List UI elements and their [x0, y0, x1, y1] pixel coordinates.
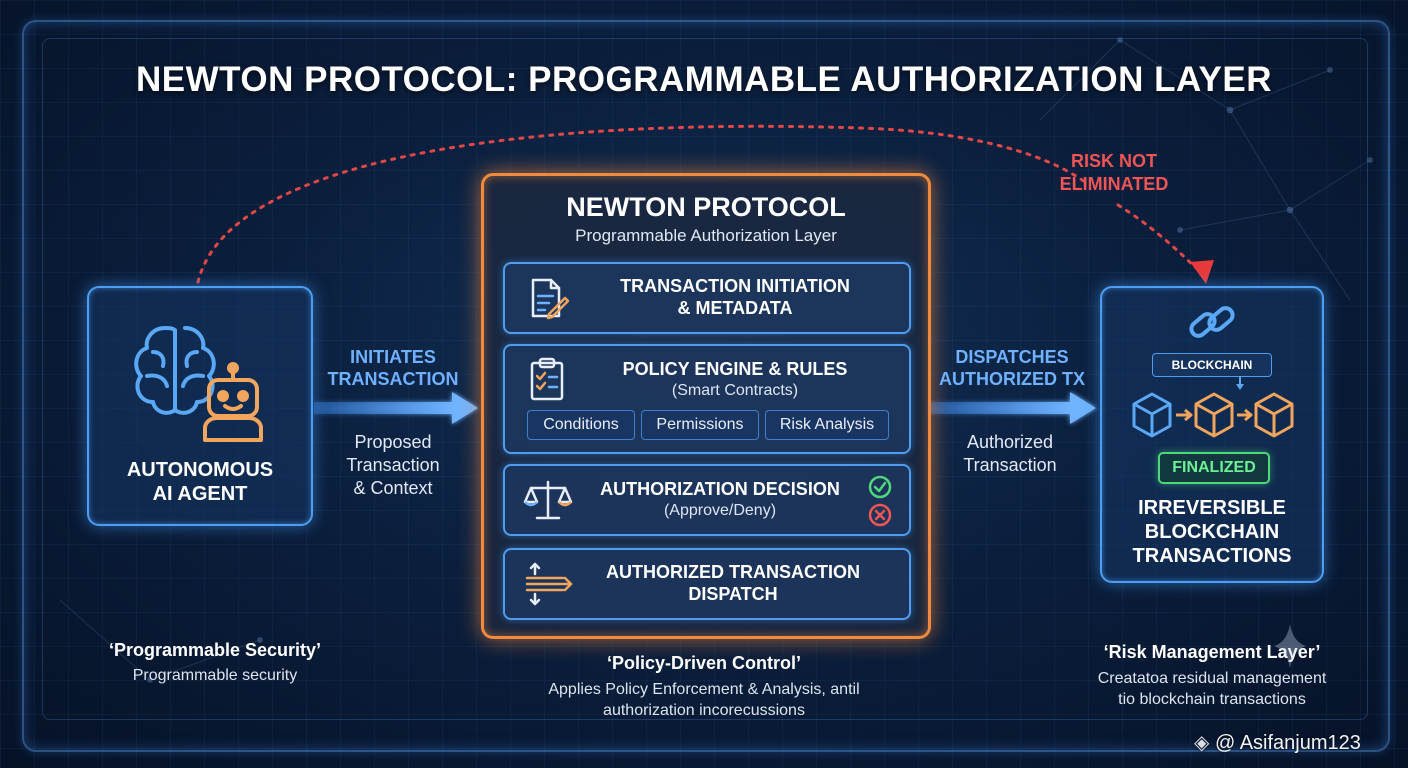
dispatch-arrows-icon: [525, 562, 573, 606]
newton-protocol-box: NEWTON PROTOCOL Programmable Authorizati…: [481, 173, 931, 639]
chain-link-icon: [1189, 306, 1235, 338]
stage-transaction-initiation: TRANSACTION INITIATION & METADATA: [503, 262, 911, 334]
watermark-text: @ Asifanjum123: [1214, 732, 1361, 754]
protocol-subtitle: Programmable Authorization Layer: [575, 226, 837, 245]
dispatches-line1: DISPATCHES: [955, 347, 1069, 367]
initiates-transaction-label: INITIATES TRANSACTION: [318, 346, 468, 390]
binance-diamond-icon: ◈: [1194, 732, 1210, 754]
caption-center-line1: Applies Policy Enforcement & Analysis, a…: [548, 681, 860, 698]
caption-right-line2: tio blockchain transactions: [1118, 691, 1306, 708]
stage-2-title: POLICY ENGINE & RULES: [622, 359, 848, 379]
finalized-badge: FINALIZED: [1158, 452, 1270, 484]
initiates-line2: TRANSACTION: [327, 369, 459, 389]
blockchain-label: IRREVERSIBLE BLOCKCHAIN TRANSACTIONS: [1102, 496, 1322, 568]
caption-center-line2: authorization incorecussions: [603, 702, 805, 719]
x-circle-icon: [868, 503, 892, 527]
chip-conditions: Conditions: [527, 410, 635, 440]
document-pen-icon: [531, 278, 569, 320]
caption-right-line1: Creatatoa residual management: [1097, 670, 1327, 687]
initiates-line1: INITIATES: [350, 347, 436, 367]
blockchain-tag: BLOCKCHAIN: [1152, 353, 1272, 377]
caption-center-title: ‘Policy-Driven Control’: [606, 653, 802, 673]
blockchain-label-line2: BLOCKCHAIN: [1144, 521, 1280, 543]
caption-left-title: ‘Programmable Security’: [108, 640, 322, 660]
proposed-line3: & Context: [353, 478, 433, 498]
blockchain-label-line1: IRREVERSIBLE: [1138, 497, 1286, 519]
authorized-caption-line1: Authorized: [966, 432, 1054, 452]
inner-frame: [42, 38, 1368, 720]
protocol-title: NEWTON PROTOCOL: [566, 192, 846, 222]
agent-label-line2: AI AGENT: [152, 483, 248, 505]
proposed-line1: Proposed: [354, 432, 432, 452]
chip-permissions: Permissions: [641, 410, 759, 440]
caption-right-title: ‘Risk Management Layer’: [1103, 642, 1321, 662]
stage-4-title: AUTHORIZED TRANSACTION DISPATCH: [583, 561, 883, 605]
blockchain-label-line3: TRANSACTIONS: [1132, 545, 1292, 567]
authorized-transaction-caption: Authorized Transaction: [940, 431, 1080, 477]
ai-agent-box: AUTONOMOUS AI AGENT: [87, 286, 313, 526]
cube-icon: [1132, 376, 1294, 438]
stage-authorization-decision: AUTHORIZATION DECISION (Approve/Deny): [503, 464, 911, 536]
stage-3-subtitle: (Approve/Deny): [663, 502, 777, 519]
stage-1-title: TRANSACTION INITIATION & METADATA: [585, 275, 885, 319]
risk-line2: ELIMINATED: [1059, 174, 1169, 194]
stage-2-subtitle: (Smart Contracts): [671, 382, 799, 399]
risk-dotted-arc: [196, 124, 1214, 284]
agent-label: AUTONOMOUS AI AGENT: [89, 458, 311, 506]
dispatches-line2: AUTHORIZED TX: [939, 369, 1085, 389]
dispatches-authorized-label: DISPATCHES AUTHORIZED TX: [930, 346, 1094, 390]
caption-right-text: Creatatoa residual management tio blockc…: [1062, 668, 1362, 710]
stage-authorized-dispatch: AUTHORIZED TRANSACTION DISPATCH: [503, 548, 911, 620]
stage-3-title: AUTHORIZATION DECISION: [600, 479, 840, 499]
clipboard-checklist-icon: [530, 357, 564, 401]
brain-icon: [134, 326, 263, 442]
initiates-arrow: [314, 392, 478, 424]
blockchain-box: BLOCKCHAIN FINALIZED IRREVERSIBLE BLOCKC…: [1100, 286, 1324, 583]
check-circle-icon: [868, 475, 892, 499]
authorized-caption-line2: Transaction: [963, 455, 1057, 475]
agent-label-line1: AUTONOMOUS: [126, 459, 274, 481]
chip-risk-analysis: Risk Analysis: [765, 410, 889, 440]
stage-4-title-line1: AUTHORIZED TRANSACTION: [606, 562, 860, 582]
stage-1-title-line2: & METADATA: [677, 298, 793, 318]
risk-not-eliminated-label: RISK NOT ELIMINATED: [1046, 150, 1182, 196]
proposed-line2: Transaction: [346, 455, 440, 475]
scales-icon: [523, 480, 573, 520]
robot-icon: [203, 362, 263, 442]
proposed-transaction-caption: Proposed Transaction & Context: [322, 431, 464, 500]
dispatches-arrow: [928, 392, 1096, 424]
caption-left-text: Programmable security: [132, 667, 298, 684]
outer-frame: [22, 20, 1390, 752]
stage-policy-engine: POLICY ENGINE & RULES (Smart Contracts) …: [503, 344, 911, 454]
watermark: ◈ @ Asifanjum123: [1194, 730, 1404, 755]
stage-1-title-line1: TRANSACTION INITIATION: [620, 276, 850, 296]
risk-line1: RISK NOT: [1070, 151, 1157, 171]
page-title: NEWTON PROTOCOL: PROGRAMMABLE AUTHORIZAT…: [135, 60, 1273, 99]
caption-center-text: Applies Policy Enforcement & Analysis, a…: [500, 679, 908, 721]
stage-4-title-line2: DISPATCH: [688, 584, 778, 604]
